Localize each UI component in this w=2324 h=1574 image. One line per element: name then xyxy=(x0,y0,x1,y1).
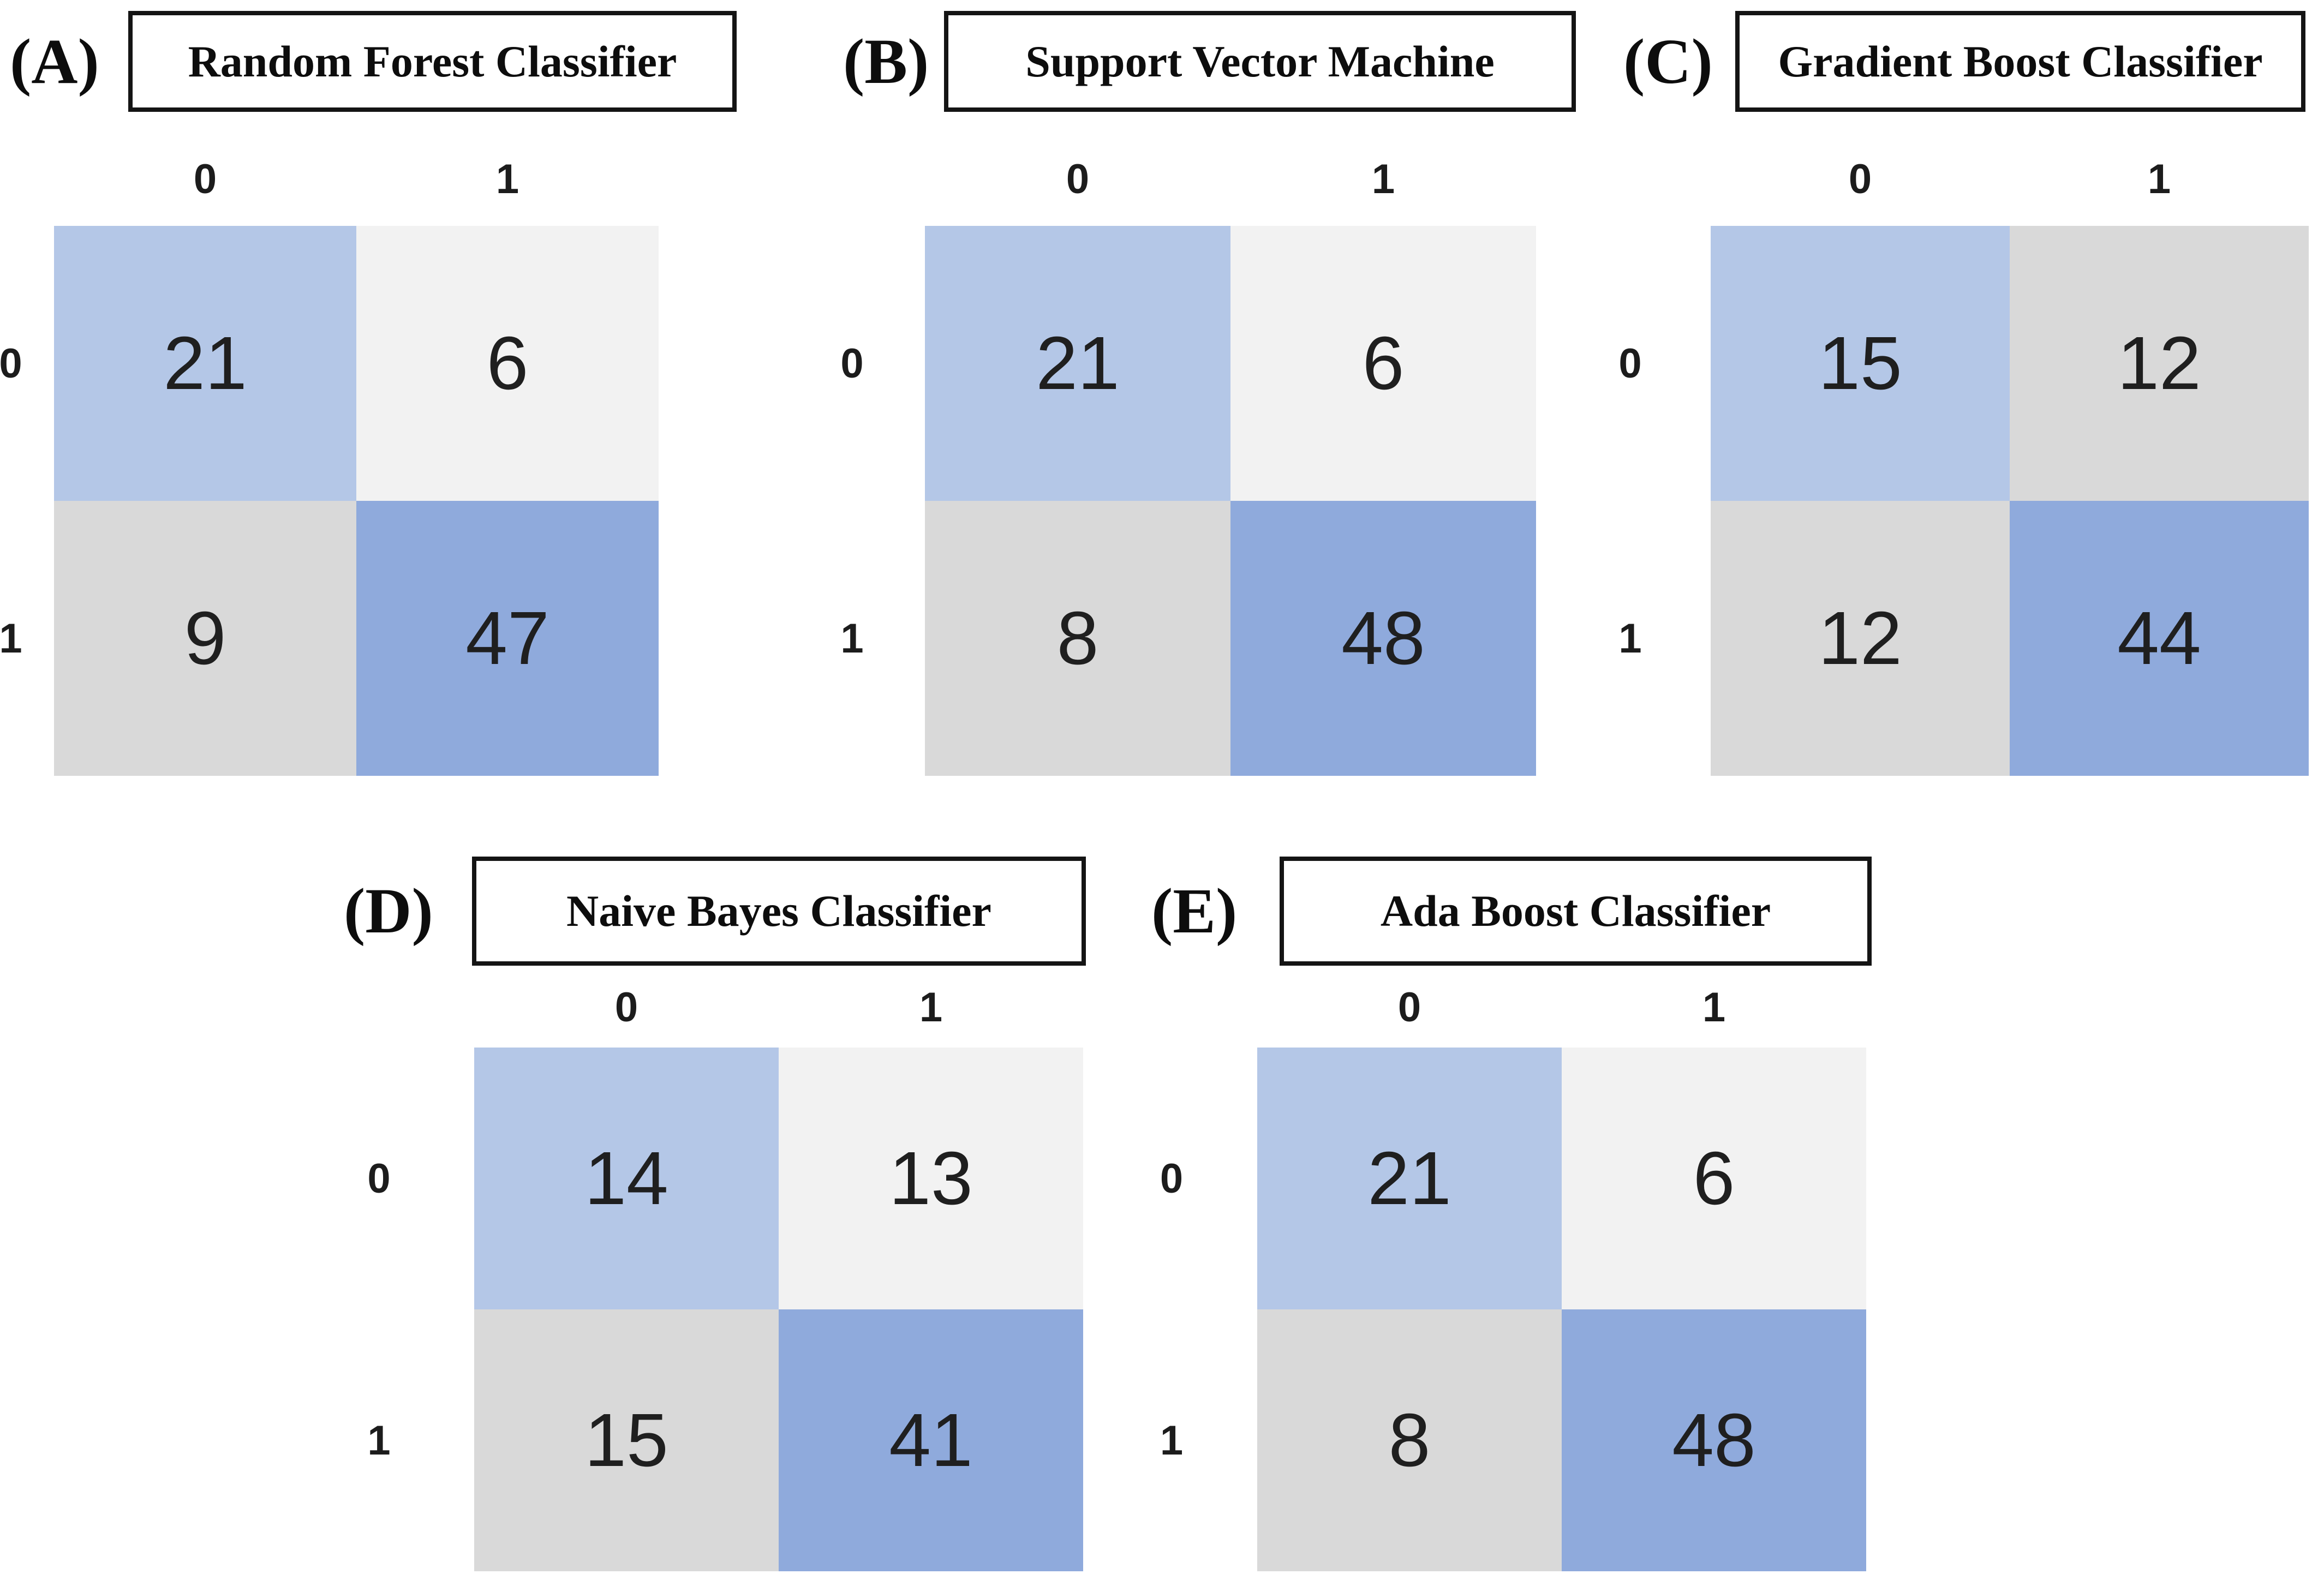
panel-a-header: (A) Random Forest Classifier xyxy=(0,11,737,112)
panel-title: Support Vector Machine xyxy=(1025,36,1495,86)
matrix-cell: 9 xyxy=(54,501,356,776)
row-label: 1 xyxy=(840,615,864,662)
matrix-corner xyxy=(327,977,474,1048)
cell-value: 12 xyxy=(1818,596,1902,680)
panel-title: Ada Boost Classifier xyxy=(1380,886,1771,936)
cell-value: 13 xyxy=(889,1136,973,1220)
matrix-corner xyxy=(808,147,925,226)
col-label: 0 xyxy=(1397,984,1421,1031)
matrix-cell: 41 xyxy=(779,1309,1083,1571)
col-label: 0 xyxy=(1066,156,1090,202)
panel-e-header: (E) Ada Boost Classifier xyxy=(1135,857,1872,966)
matrix-cell: 21 xyxy=(54,226,356,501)
cell-value: 6 xyxy=(1362,321,1405,405)
confusion-matrix: 0 1 0 14 13 1 15 41 xyxy=(327,977,1086,1571)
matrix-cell: 48 xyxy=(1230,501,1536,776)
panel-letter: (D) xyxy=(344,875,433,947)
panel-title-box: Random Forest Classifier xyxy=(128,11,737,112)
confusion-matrix: 0 1 0 21 6 1 8 48 xyxy=(808,147,1576,776)
matrix-cell: 48 xyxy=(1562,1309,1866,1571)
matrix-cell: 12 xyxy=(2010,226,2309,501)
panel-letter: (A) xyxy=(10,25,99,97)
row-label: 1 xyxy=(1160,1417,1184,1464)
panel-e: (E) Ada Boost Classifier 0 1 0 21 6 1 8 … xyxy=(1135,840,1872,1571)
cell-value: 6 xyxy=(1693,1136,1735,1220)
panel-b-header: (B) Support Vector Machine xyxy=(808,11,1576,112)
row-label: 0 xyxy=(0,340,22,387)
panel-title-box: Support Vector Machine xyxy=(944,11,1576,112)
cell-value: 47 xyxy=(465,596,549,680)
panel-title-box: Ada Boost Classifier xyxy=(1280,857,1872,966)
col-label: 0 xyxy=(614,984,638,1031)
cell-value: 41 xyxy=(889,1398,973,1482)
col-label: 1 xyxy=(2147,156,2171,202)
panel-c: (C) Gradient Boost Classifier 0 1 0 15 1… xyxy=(1599,0,2309,776)
panel-c-header: (C) Gradient Boost Classifier xyxy=(1599,11,2309,112)
panel-letter: (C) xyxy=(1623,25,1713,97)
row-label: 1 xyxy=(0,615,22,662)
matrix-cell: 14 xyxy=(474,1048,779,1309)
confusion-matrix: 0 1 0 21 6 1 8 48 xyxy=(1135,977,1872,1571)
col-label: 1 xyxy=(1371,156,1395,202)
cell-value: 48 xyxy=(1341,596,1425,680)
panel-title: Random Forest Classifier xyxy=(188,36,677,86)
row-label: 0 xyxy=(1160,1155,1184,1202)
matrix-cell: 8 xyxy=(1257,1309,1562,1571)
cell-value: 8 xyxy=(1388,1398,1431,1482)
cell-value: 48 xyxy=(1672,1398,1756,1482)
row-label: 0 xyxy=(1618,340,1642,387)
matrix-cell: 6 xyxy=(1230,226,1536,501)
panel-d: (D) Naive Bayes Classifier 0 1 0 14 13 1… xyxy=(327,840,1086,1571)
panel-b: (B) Support Vector Machine 0 1 0 21 6 1 … xyxy=(808,0,1576,776)
matrix-cell: 6 xyxy=(1562,1048,1866,1309)
cell-value: 6 xyxy=(486,321,529,405)
col-label: 0 xyxy=(193,156,217,202)
matrix-cell: 15 xyxy=(1711,226,2010,501)
confusion-matrix: 0 1 0 15 12 1 12 44 xyxy=(1599,147,2309,776)
cell-value: 14 xyxy=(584,1136,668,1220)
matrix-cell: 6 xyxy=(356,226,659,501)
panel-letter: (B) xyxy=(843,25,929,97)
panel-title-box: Naive Bayes Classifier xyxy=(472,857,1086,966)
matrix-cell: 8 xyxy=(925,501,1230,776)
matrix-cell: 15 xyxy=(474,1309,779,1571)
col-label: 1 xyxy=(1702,984,1726,1031)
matrix-cell: 13 xyxy=(779,1048,1083,1309)
cell-value: 15 xyxy=(584,1398,668,1482)
cell-value: 21 xyxy=(1036,321,1120,405)
matrix-corner xyxy=(1135,977,1257,1048)
row-label: 1 xyxy=(367,1417,391,1464)
cell-value: 12 xyxy=(2117,321,2201,405)
confusion-matrix: 0 1 0 21 6 1 9 47 xyxy=(0,147,737,776)
row-label: 0 xyxy=(840,340,864,387)
panel-title: Gradient Boost Classifier xyxy=(1778,36,2263,86)
panel-d-header: (D) Naive Bayes Classifier xyxy=(327,857,1086,966)
row-label: 1 xyxy=(1618,615,1642,662)
cell-value: 8 xyxy=(1056,596,1099,680)
cell-value: 21 xyxy=(163,321,247,405)
cell-value: 9 xyxy=(184,596,226,680)
matrix-cell: 12 xyxy=(1711,501,2010,776)
col-label: 0 xyxy=(1848,156,1872,202)
panel-title: Naive Bayes Classifier xyxy=(566,886,991,936)
matrix-cell: 47 xyxy=(356,501,659,776)
cell-value: 15 xyxy=(1818,321,1902,405)
cell-value: 21 xyxy=(1367,1136,1451,1220)
cell-value: 44 xyxy=(2117,596,2201,680)
matrix-cell: 21 xyxy=(1257,1048,1562,1309)
row-label: 0 xyxy=(367,1155,391,1202)
panel-a: (A) Random Forest Classifier 0 1 0 21 6 … xyxy=(0,0,737,776)
col-label: 1 xyxy=(495,156,519,202)
panel-title-box: Gradient Boost Classifier xyxy=(1735,11,2305,112)
matrix-corner xyxy=(0,147,54,226)
matrix-cell: 21 xyxy=(925,226,1230,501)
matrix-corner xyxy=(1599,147,1711,226)
col-label: 1 xyxy=(919,984,943,1031)
panel-letter: (E) xyxy=(1151,875,1238,947)
matrix-cell: 44 xyxy=(2010,501,2309,776)
